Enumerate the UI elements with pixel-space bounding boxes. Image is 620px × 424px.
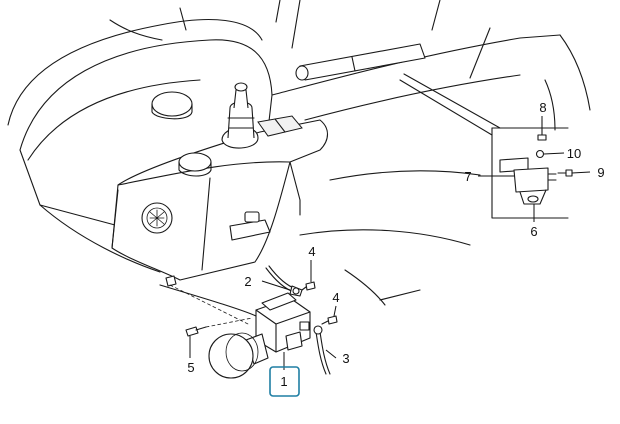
- callout-6[interactable]: 6: [530, 224, 537, 239]
- part-4-screw-lower: [321, 315, 338, 325]
- callout-10[interactable]: 10: [567, 146, 581, 161]
- part-4-screw-upper: [301, 281, 316, 291]
- callout-4-upper[interactable]: 4: [308, 244, 315, 259]
- callout-4-lower[interactable]: 4: [332, 290, 339, 305]
- callout-3[interactable]: 3: [342, 351, 349, 366]
- vehicle-interior-outline: [7, 0, 591, 319]
- callout-9[interactable]: 9: [597, 165, 604, 180]
- center-console: [111, 82, 329, 281]
- callout-7[interactable]: 7: [464, 169, 471, 184]
- leader-2: [261, 280, 291, 291]
- callouts: 1 2 3 4 4 5 6 7 8 9 10: [187, 100, 605, 397]
- callout-5[interactable]: 5: [187, 360, 194, 375]
- part-1-switch-module: [208, 292, 311, 379]
- detail-inset: [399, 73, 573, 219]
- leader-10: [543, 152, 565, 155]
- callout-2[interactable]: 2: [244, 274, 251, 289]
- leader-4b: [333, 305, 337, 317]
- part-2-cable: [265, 265, 303, 297]
- exploded-parts: [165, 265, 338, 379]
- callout-1[interactable]: 1: [280, 374, 287, 389]
- part-3-cable: [313, 325, 331, 375]
- highlight-box-part-1: [269, 366, 300, 397]
- leader-3: [325, 349, 337, 359]
- part-5-screw: [185, 326, 207, 337]
- leader-9: [571, 171, 591, 174]
- callout-8[interactable]: 8: [539, 100, 546, 115]
- floor-bolt: [165, 275, 177, 287]
